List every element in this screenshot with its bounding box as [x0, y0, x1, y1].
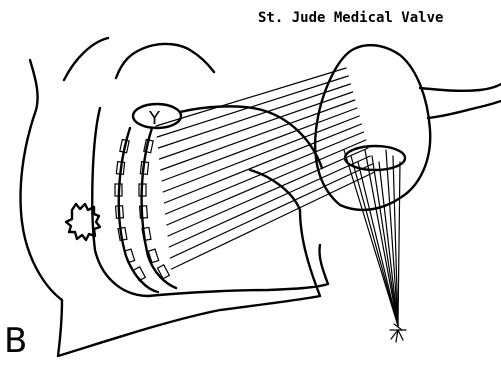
thrombus-blob	[66, 204, 100, 240]
focus-line	[344, 150, 398, 326]
beam-line	[169, 156, 370, 247]
beam-line	[167, 140, 366, 225]
beam-line	[163, 116, 359, 192]
transducer-cable	[420, 84, 501, 118]
panel-letter: B	[4, 321, 27, 361]
focus-line	[398, 162, 400, 326]
heart-outline	[21, 60, 320, 356]
transducer-housing	[315, 45, 430, 210]
upper-vessel-right	[116, 44, 214, 78]
ultrasound-beams	[156, 68, 400, 326]
beam-line	[162, 108, 357, 181]
focal-point	[390, 324, 406, 342]
valve-marker: Y	[148, 108, 161, 129]
upper-vessel-left	[64, 38, 108, 80]
focus-line	[351, 156, 398, 326]
valve-caption: St. Jude Medical Valve	[258, 10, 443, 26]
